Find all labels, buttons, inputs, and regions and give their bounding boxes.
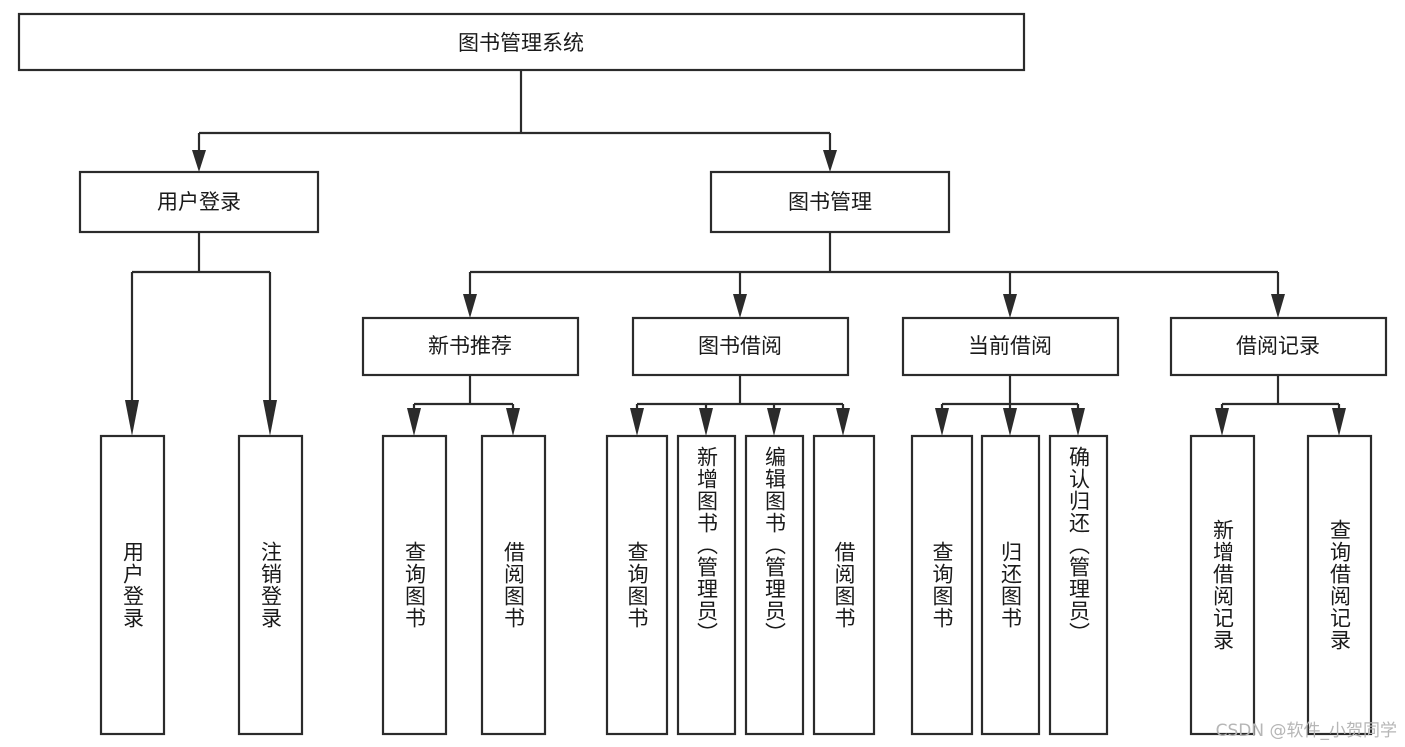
arrow-head-leaf-5 (699, 408, 713, 436)
arrow-head-leaf-12 (1332, 408, 1346, 436)
leaf-box-12[interactable] (1306, 434, 1373, 736)
node-root[interactable]: 图书管理系统 (17, 12, 1026, 72)
node-new-book-recommend[interactable]: 新书推荐 (361, 316, 580, 377)
arrow-head-book-mgmt (823, 150, 837, 172)
leaf-box-10[interactable] (1048, 434, 1109, 736)
node-book-borrow-label: 图书借阅 (698, 334, 782, 358)
node-book-borrow-box[interactable] (631, 316, 850, 377)
leaf-box-6[interactable] (744, 434, 805, 736)
arrow-head-leaf-8 (935, 408, 949, 436)
node-current-borrow[interactable]: 当前借阅 (901, 316, 1120, 377)
arrow-head-level2-3 (1271, 294, 1285, 318)
node-book-management-box[interactable] (709, 170, 951, 234)
arrow-head-leaf-6 (767, 408, 781, 436)
arrow-head-leaf-9 (1003, 408, 1017, 436)
leaf-box-5[interactable] (676, 434, 737, 736)
arrow-head-level2-1 (733, 294, 747, 318)
leaf-box-3[interactable] (480, 434, 547, 736)
leaf-box-0[interactable] (99, 434, 166, 736)
arrow-head-leaf-11 (1215, 408, 1229, 436)
node-current-borrow-box[interactable] (901, 316, 1120, 377)
node-user-login-box[interactable] (78, 170, 320, 234)
node-root-label: 图书管理系统 (458, 31, 584, 55)
node-user-login-label: 用户登录 (157, 190, 241, 214)
arrow-head-level2-0 (463, 294, 477, 318)
arrow-head-leaf-4 (630, 408, 644, 436)
node-book-management-label: 图书管理 (788, 190, 872, 214)
node-book-management[interactable]: 图书管理 (709, 170, 951, 234)
arrow-head-level2-2 (1003, 294, 1017, 318)
leaf-box-2[interactable] (381, 434, 448, 736)
node-borrow-record-label: 借阅记录 (1236, 334, 1320, 358)
arrow-head-user-login (192, 150, 206, 172)
connectors (125, 70, 1346, 436)
arrow-head-leaf-3 (506, 408, 520, 436)
node-book-borrow[interactable]: 图书借阅 (631, 316, 850, 377)
arrow-head-leaf-0 (125, 400, 139, 436)
node-new-book-recommend-box[interactable] (361, 316, 580, 377)
node-current-borrow-label: 当前借阅 (968, 334, 1052, 358)
csdn-watermark: CSDN @软件_小贺同学 (1215, 721, 1397, 741)
leaf-box-7[interactable] (812, 434, 876, 736)
arrow-head-leaf-7 (836, 408, 850, 436)
arrow-head-leaf-10 (1071, 408, 1085, 436)
node-user-login[interactable]: 用户登录 (78, 170, 320, 234)
leaf-box-11[interactable] (1189, 434, 1256, 736)
leaf-box-4[interactable] (605, 434, 669, 736)
leaf-box-1[interactable] (237, 434, 304, 736)
arrow-head-leaf-2 (407, 408, 421, 436)
leaf-box-8[interactable] (910, 434, 974, 736)
node-borrow-record[interactable]: 借阅记录 (1169, 316, 1388, 377)
arrow-head-leaf-1 (263, 400, 277, 436)
node-borrow-record-box[interactable] (1169, 316, 1388, 377)
node-new-book-recommend-label: 新书推荐 (428, 334, 512, 358)
node-root-box[interactable] (17, 12, 1026, 72)
leaf-boxes (99, 434, 1373, 736)
leaf-box-9[interactable] (980, 434, 1041, 736)
